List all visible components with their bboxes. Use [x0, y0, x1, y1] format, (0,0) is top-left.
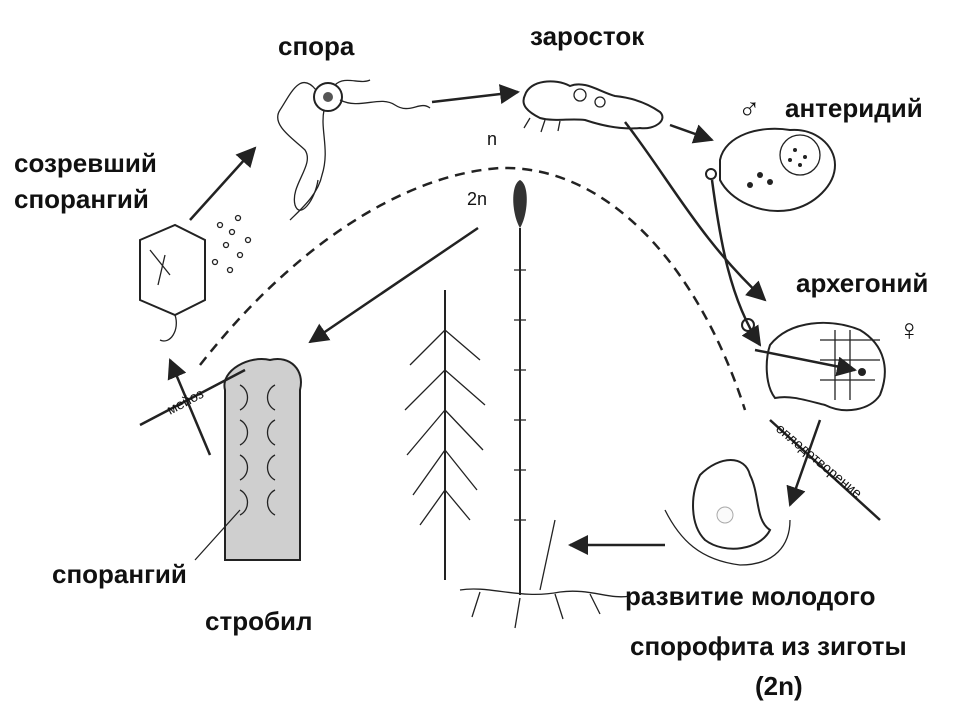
sporangium-leader-line — [194, 509, 241, 561]
strobilus-illustration — [223, 358, 302, 561]
horsetail-plants-illustration — [404, 180, 631, 629]
label-male-symbol: ♂ — [738, 92, 761, 125]
mature-sporangium-illustration — [139, 214, 252, 342]
label-archegonium: архегоний — [796, 268, 928, 298]
spore-illustration — [277, 79, 431, 221]
cycle-arrows — [139, 84, 881, 555]
label-development-line2: спорофита из зиготы — [630, 631, 907, 661]
young-sporophyte-illustration — [664, 459, 791, 566]
label-sporangium: спорангий — [52, 559, 187, 589]
label-female-symbol: ♀ — [898, 314, 921, 347]
label-antheridium: антеридий — [785, 93, 923, 123]
archegonium-illustration — [741, 318, 886, 412]
antheridium-illustration — [705, 127, 837, 212]
label-strobilus: стробил — [205, 606, 313, 636]
label-spore: спора — [278, 31, 355, 61]
prothallus-illustration — [522, 80, 664, 133]
label-haploid: n — [487, 129, 497, 149]
label-meiosis: мейоз — [164, 385, 206, 418]
label-development-line1: развитие молодого — [625, 581, 876, 611]
label-mature-sporangium-line1: созревший — [14, 148, 157, 178]
label-fertilization: оплодотворение — [773, 420, 866, 501]
label-prothallus: заросток — [530, 21, 645, 51]
label-development-line3: (2n) — [755, 671, 803, 701]
ploidy-boundary-dashed-line — [199, 166, 747, 411]
label-diploid: 2n — [467, 189, 487, 209]
label-mature-sporangium-line2: спорангий — [14, 184, 149, 214]
